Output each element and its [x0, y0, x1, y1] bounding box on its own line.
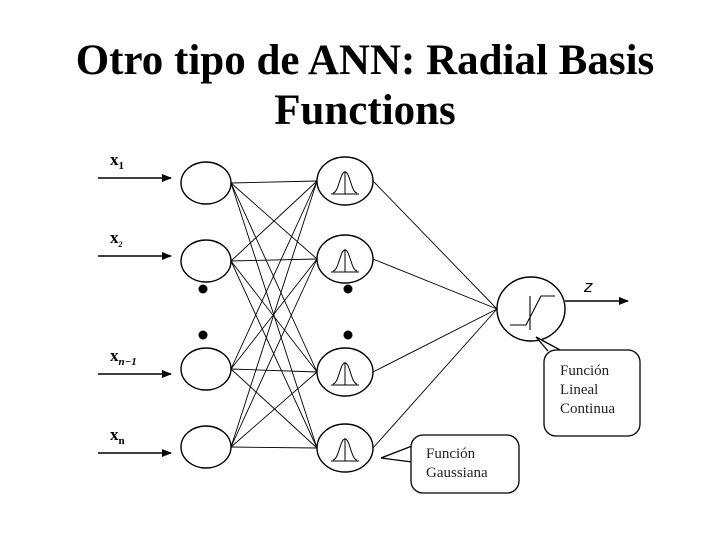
hidden-layer — [316, 156, 374, 473]
connection-hidden3-output — [372, 308, 498, 373]
ellipsis-dot — [343, 284, 353, 294]
input-node-2 — [180, 239, 232, 283]
gaussian-icon — [331, 362, 359, 386]
connection-input4-hidden2 — [230, 258, 318, 448]
connection-input2-hidden4 — [230, 260, 318, 449]
input-labels: x1 x2 xn−1 xn — [110, 150, 137, 447]
connection-hidden2-output — [372, 258, 498, 310]
callout-linear-line-2: Lineal — [560, 382, 598, 398]
connection-input2-hidden1 — [230, 180, 318, 262]
input-arrows — [98, 174, 172, 457]
gaussian-icon — [331, 171, 359, 195]
svg-text:Función Gaussiana: Función Gaussiana — [426, 446, 488, 481]
input-hidden-connections — [230, 180, 318, 449]
svg-text:Función Lineal Con: Función Lineal Continua — [560, 363, 615, 417]
title-line-1: Otro tipo de ANN: Radial Basis — [75, 37, 655, 84]
connection-input3-hidden1 — [230, 180, 318, 370]
input-layer — [180, 161, 232, 469]
input-node-1 — [180, 161, 232, 205]
connection-input4-hidden4 — [230, 446, 318, 449]
ellipsis-dot — [198, 284, 208, 294]
input-node-4 — [180, 425, 232, 469]
title-line-2: Functions — [274, 87, 456, 134]
input-node-3 — [180, 347, 232, 391]
gaussian-icon — [331, 249, 359, 273]
gaussian-icon — [331, 438, 359, 462]
connection-input4-hidden3 — [230, 371, 318, 448]
connection-input1-hidden1 — [230, 180, 318, 184]
linear-activation-icon — [510, 295, 555, 330]
connection-hidden1-output — [372, 180, 498, 310]
callout-gaussian-line-2: Gaussiana — [426, 465, 488, 481]
ellipsis-dot — [343, 330, 353, 340]
connection-input1-hidden4 — [230, 182, 318, 449]
callout-gaussian-line-1: Función — [426, 446, 476, 462]
callout-linear-line-1: Función — [560, 363, 610, 379]
connection-input4-hidden1 — [230, 180, 318, 448]
callout-gaussian-function: Función Gaussiana — [380, 434, 520, 494]
connection-hidden4-output — [372, 308, 498, 449]
connection-input1-hidden3 — [230, 182, 318, 373]
input-label-4: xn — [110, 425, 125, 447]
rbf-node-4 — [316, 423, 374, 473]
rbf-node-3 — [316, 347, 374, 397]
callout-linear-function: Función Lineal Continua — [535, 336, 641, 437]
rbf-node-1 — [316, 156, 374, 206]
connection-input3-hidden3 — [230, 368, 318, 373]
slide-title: Otro tipo de ANN: Radial Basis Functions — [0, 36, 720, 136]
input-label-3: xn−1 — [110, 346, 137, 368]
callout-linear-line-3: Continua — [560, 401, 615, 417]
ellipsis-dots — [198, 284, 353, 340]
input-label-1: x1 — [110, 150, 124, 172]
hidden-output-connections — [372, 180, 498, 449]
connection-input3-hidden4 — [230, 368, 318, 449]
output-node — [496, 276, 566, 342]
connection-input2-hidden2 — [230, 258, 318, 262]
input-label-2: x2 — [110, 228, 123, 249]
rbf-node-2 — [316, 234, 374, 284]
output-label: z — [583, 277, 593, 296]
connection-input2-hidden3 — [230, 260, 318, 373]
ellipsis-dot — [198, 330, 208, 340]
